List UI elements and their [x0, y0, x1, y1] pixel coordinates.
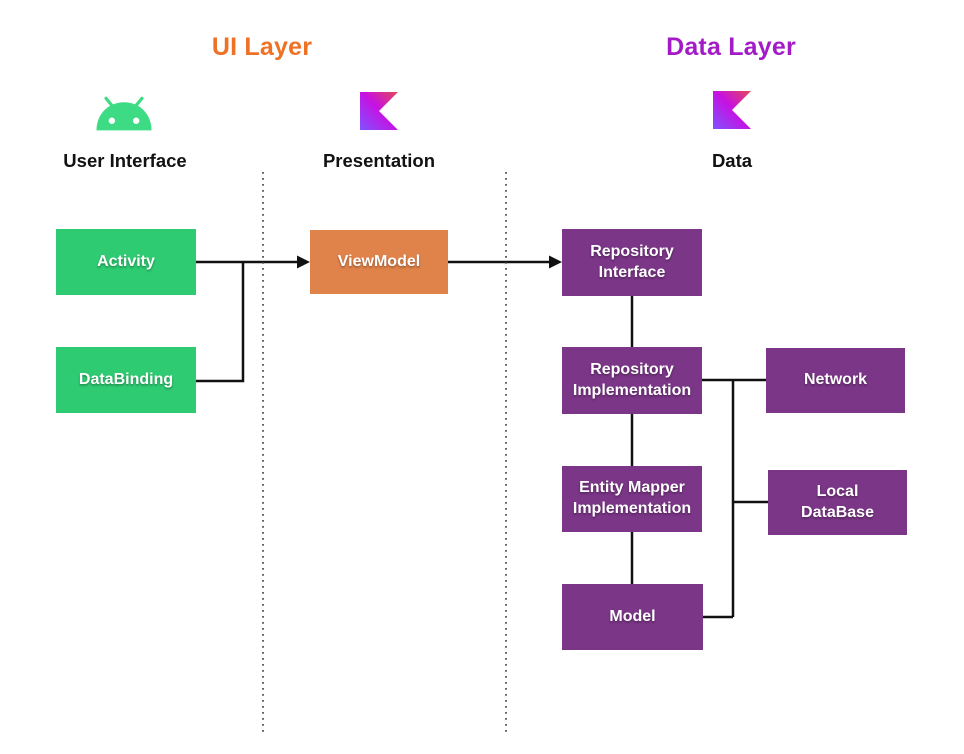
arrowhead-repository-interface	[549, 255, 562, 269]
section-label-data: Data	[711, 150, 753, 171]
node-repository-interface: Repository Interface	[562, 229, 702, 296]
data-layer-title: Data Layer	[666, 33, 796, 61]
node-activity: Activity	[56, 229, 196, 295]
section-label-presentation: Presentation	[322, 150, 436, 171]
node-databinding: DataBinding	[56, 347, 196, 413]
node-model: Model	[562, 584, 703, 650]
node-network: Network	[766, 348, 905, 413]
node-viewmodel: ViewModel	[310, 230, 448, 294]
arrowhead-viewmodel	[297, 255, 310, 269]
kotlin-logo-icon	[360, 92, 398, 130]
kotlin-logo-icon	[713, 91, 751, 129]
node-repository-implementation: Repository Implementation	[562, 347, 702, 414]
node-local-database: Local DataBase	[768, 470, 907, 535]
section-label-user-interface: User Interface	[63, 150, 187, 171]
node-entity-mapper-implementation: Entity Mapper Implementation	[562, 466, 702, 532]
ui-layer-title: UI Layer	[211, 33, 313, 61]
connector-databinding-branch	[196, 262, 245, 383]
android-robot-icon	[92, 96, 156, 134]
